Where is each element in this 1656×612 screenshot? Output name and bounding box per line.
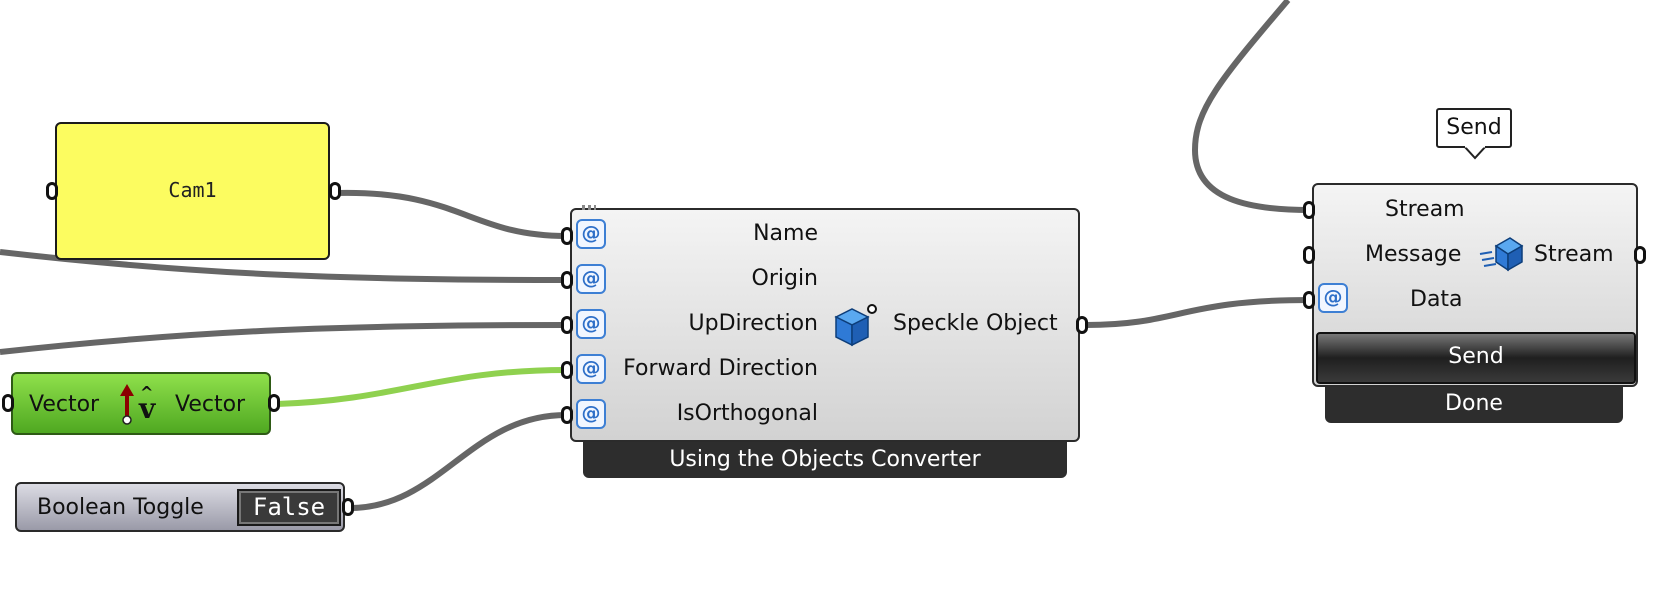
wire-forward-direction (276, 367, 567, 407)
send-status: Done (1325, 387, 1623, 423)
send-input-grip[interactable] (1303, 201, 1315, 219)
vector-input-grip[interactable] (2, 394, 14, 412)
input-grip[interactable] (561, 406, 573, 424)
send-input-grip[interactable] (1303, 291, 1315, 309)
param-icon: @ (576, 354, 606, 384)
wire-updirection (0, 322, 567, 355)
param-icon: @ (576, 219, 606, 249)
input-forward-direction[interactable]: Forward Direction (623, 356, 818, 381)
send-input-message[interactable]: Message (1365, 242, 1462, 267)
param-icon: @ (576, 399, 606, 429)
output-speckle-object[interactable]: Speckle Object (893, 311, 1058, 336)
vector-output-grip[interactable] (268, 394, 280, 412)
output-grip[interactable] (1076, 316, 1088, 334)
input-grip[interactable] (561, 271, 573, 289)
param-icon: @ (576, 309, 606, 339)
input-name[interactable]: Name (753, 221, 818, 246)
speckle-send-icon (1479, 237, 1524, 272)
svg-text:v: v (138, 392, 156, 425)
toggle-value[interactable]: False (237, 489, 341, 526)
toggle-output-grip[interactable] (342, 498, 354, 516)
vector-input-label: Vector (29, 392, 100, 417)
input-updirection[interactable]: UpDirection (688, 311, 818, 336)
send-output-grip[interactable] (1634, 246, 1646, 264)
input-grip[interactable] (561, 227, 573, 245)
input-grip[interactable] (561, 361, 573, 379)
converter-footer: Using the Objects Converter (583, 442, 1067, 478)
wire-origin (0, 249, 567, 283)
panel-text: Cam1 (168, 178, 217, 202)
input-grip[interactable] (561, 316, 573, 334)
send-input-stream[interactable]: Stream (1385, 197, 1465, 222)
send-tooltip: Send (1436, 108, 1512, 148)
vector-output-label: Vector (175, 392, 246, 417)
send-input-grip[interactable] (1303, 246, 1315, 264)
wire-speckle-object-data (1085, 297, 1311, 328)
panel-output-grip[interactable] (329, 182, 341, 200)
send-button[interactable]: Send (1316, 332, 1636, 384)
speckle-cube-icon (834, 304, 877, 347)
param-icon: @ (1318, 283, 1348, 313)
vector-node[interactable]: Vector v ^ Vector (11, 372, 271, 435)
send-input-data[interactable]: Data (1410, 287, 1463, 312)
panel-input-grip[interactable] (46, 182, 58, 200)
boolean-toggle[interactable]: Boolean Toggle False (15, 482, 345, 532)
panel-node-cam1[interactable]: Cam1 (55, 122, 330, 260)
param-icon: @ (576, 264, 606, 294)
svg-text:^: ^ (140, 383, 153, 402)
wire-stream (1191, 0, 1311, 213)
grip-handle (582, 205, 596, 210)
tooltip-tail (1464, 146, 1486, 160)
send-output-stream[interactable]: Stream (1534, 242, 1614, 267)
input-origin[interactable]: Origin (751, 266, 819, 291)
wire-cam1-name (335, 189, 567, 239)
input-isorthogonal[interactable]: IsOrthogonal (676, 401, 818, 426)
wire-isorthogonal (349, 412, 567, 511)
toggle-label: Boolean Toggle (37, 495, 204, 520)
unit-vector-icon: v ^ (120, 383, 156, 425)
